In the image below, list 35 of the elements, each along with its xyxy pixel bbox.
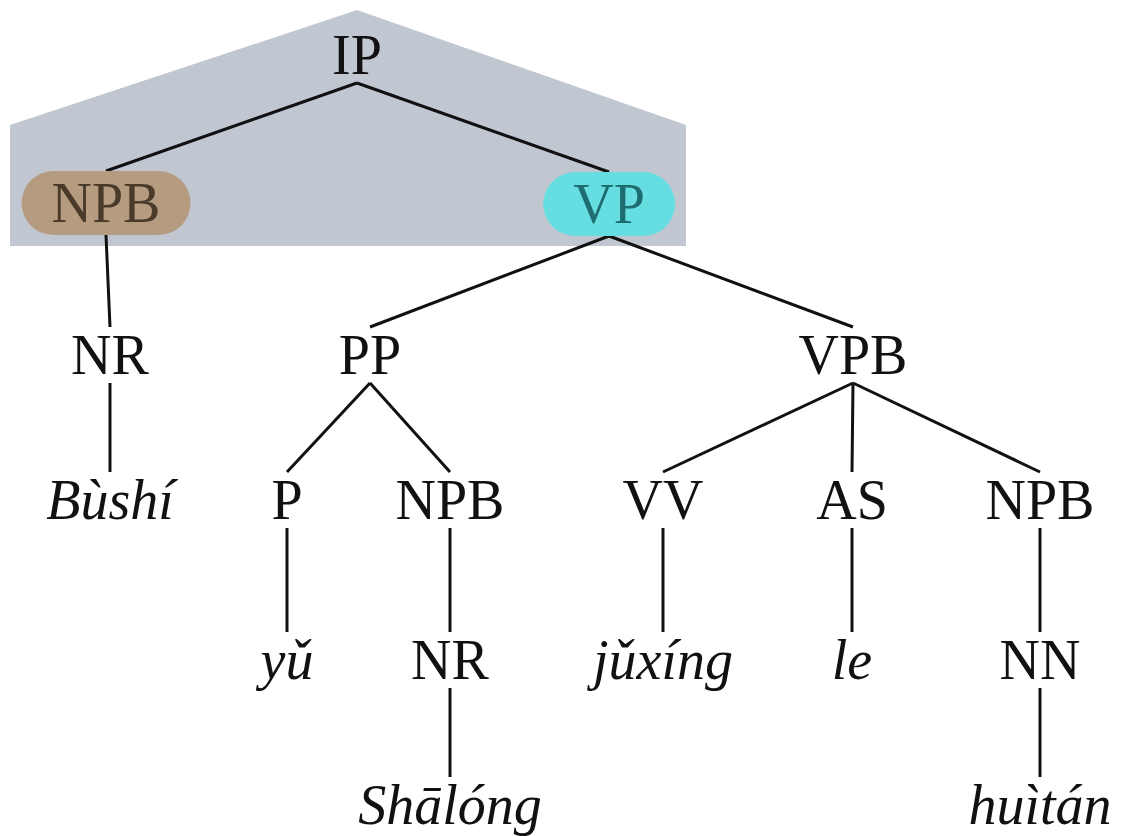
category-label: PP (334, 327, 406, 383)
tree-branch (448, 528, 452, 632)
category-label: VPB (794, 327, 912, 383)
tree-branch (285, 381, 372, 474)
highlighted-node: VP (543, 172, 675, 236)
tree-branch (852, 381, 1041, 474)
tree-branch (369, 234, 610, 329)
tree-branch (285, 528, 289, 632)
tree-branch (662, 381, 854, 474)
highlighted-node: NPB (21, 171, 191, 235)
word-label: le (827, 632, 877, 688)
tree-branch (850, 383, 855, 472)
tree-branch (108, 383, 112, 472)
category-label: NN (995, 632, 1085, 688)
tree-branch (104, 234, 112, 328)
category-label: NR (407, 632, 493, 688)
tree-branch (448, 688, 452, 777)
phrase-label: IP (331, 27, 383, 83)
category-label: NPB (981, 472, 1099, 528)
category-label: NR (67, 327, 153, 383)
word-label: huìtán (964, 777, 1116, 833)
tree-branch (1038, 688, 1042, 777)
word-label: Bùshí (42, 472, 178, 528)
tree-branch (608, 234, 854, 329)
category-label: NPB (391, 472, 509, 528)
tree-branch (105, 81, 358, 173)
category-label: VV (618, 472, 708, 528)
category-label: P (267, 472, 307, 528)
tree-branch (356, 81, 610, 174)
tree-branch (661, 528, 665, 632)
phrase-band (10, 10, 686, 246)
tree-branch (1038, 528, 1042, 632)
tree-branch (368, 382, 452, 473)
category-label: AS (812, 472, 892, 528)
tree-branch (850, 528, 854, 632)
